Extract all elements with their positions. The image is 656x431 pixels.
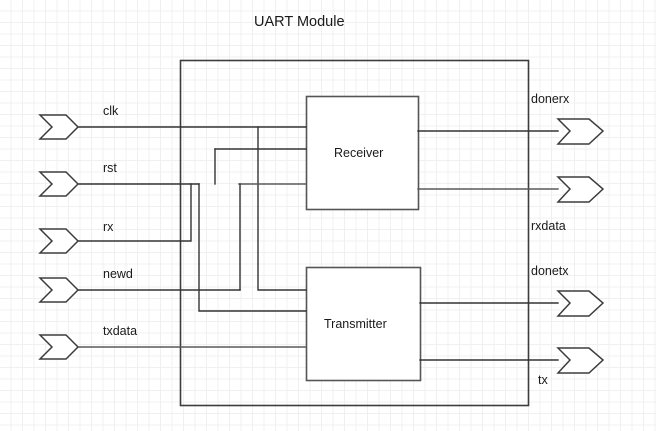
output-label-donerx: donerx — [531, 92, 570, 106]
input-port-arrow-rx[interactable] — [38, 228, 80, 254]
input-port-arrow-newd[interactable] — [38, 277, 80, 303]
input-label-newd: newd — [103, 267, 133, 281]
diagram-title: UART Module — [254, 14, 345, 30]
input-label-txdata: txdata — [103, 324, 138, 338]
output-port-arrow-donetx[interactable] — [556, 290, 605, 317]
input-port-arrow-rst[interactable] — [38, 171, 80, 197]
output-port-arrow-rxdata[interactable] — [556, 176, 605, 203]
output-label-tx: tx — [538, 373, 548, 387]
output-label-donetx: donetx — [531, 264, 569, 278]
output-port-arrow-tx[interactable] — [556, 347, 605, 374]
receiver-block-box — [305, 95, 420, 211]
outer-module-box — [179, 59, 530, 407]
transmitter-block-label: Transmitter — [324, 317, 387, 331]
input-label-rx: rx — [103, 220, 114, 234]
input-label-rst: rst — [103, 161, 117, 175]
output-label-rxdata: rxdata — [531, 219, 566, 233]
wire-clk-branch — [257, 126, 307, 291]
input-label-clk: clk — [103, 104, 119, 118]
output-port-arrow-donerx[interactable] — [556, 118, 605, 145]
transmitter-block-box — [305, 266, 422, 382]
input-port-arrow-clk[interactable] — [38, 114, 80, 140]
receiver-block-label: Receiver — [334, 146, 384, 160]
wire-rst-down — [198, 183, 307, 312]
wire-rx — [77, 183, 192, 242]
input-port-arrow-txdata[interactable] — [38, 334, 80, 360]
